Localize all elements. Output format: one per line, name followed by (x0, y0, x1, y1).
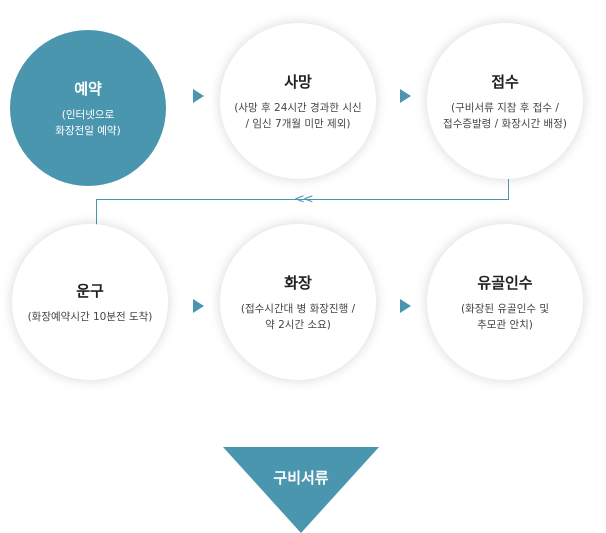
step-description: (화장예약시간 10분전 도착) (27, 310, 153, 323)
arrow-right-icon (193, 89, 204, 103)
step-remains-collection: 유골인수 (화장된 유골인수 및 추모관 안치) (427, 224, 583, 380)
connector-line (96, 199, 97, 225)
step-reservation: 예약 (인터넷으로 화장전일 예약) (10, 30, 166, 186)
step-title: 접수 (491, 72, 519, 91)
step-title: 운구 (76, 281, 104, 300)
triangle-down-icon (223, 447, 379, 533)
step-title: 유골인수 (477, 273, 533, 292)
chevron-left-icon: << (294, 192, 314, 207)
step-reception: 접수 (구비서류 지참 후 접수 / 접수증발령 / 화장시간 배정) (427, 23, 583, 179)
step-title: 예약 (74, 79, 102, 98)
step-description: (접수시간대 병 화장진행 / 약 2시간 소요) (240, 302, 356, 331)
step-cremation: 화장 (접수시간대 병 화장진행 / 약 2시간 소요) (220, 224, 376, 380)
step-description: (구비서류 지참 후 접수 / 접수증발령 / 화장시간 배정) (443, 101, 567, 130)
connector-line (508, 179, 509, 199)
connector-line (96, 199, 509, 200)
step-title: 사망 (284, 72, 312, 91)
arrow-right-icon (400, 89, 411, 103)
step-death: 사망 (사망 후 24시간 경과한 시신 / 임신 7개월 미만 제외) (220, 23, 376, 179)
step-description: (화장된 유골인수 및 추모관 안치) (460, 302, 550, 331)
required-documents-button[interactable]: 구비서류 (223, 447, 379, 533)
step-title: 화장 (284, 273, 312, 292)
step-transport: 운구 (화장예약시간 10분전 도착) (12, 224, 168, 380)
step-description: (사망 후 24시간 경과한 시신 / 임신 7개월 미만 제외) (234, 101, 362, 130)
arrow-right-icon (193, 299, 204, 313)
step-description: (인터넷으로 화장전일 예약) (55, 108, 121, 137)
required-documents-label: 구비서류 (273, 469, 329, 487)
arrow-right-icon (400, 299, 411, 313)
